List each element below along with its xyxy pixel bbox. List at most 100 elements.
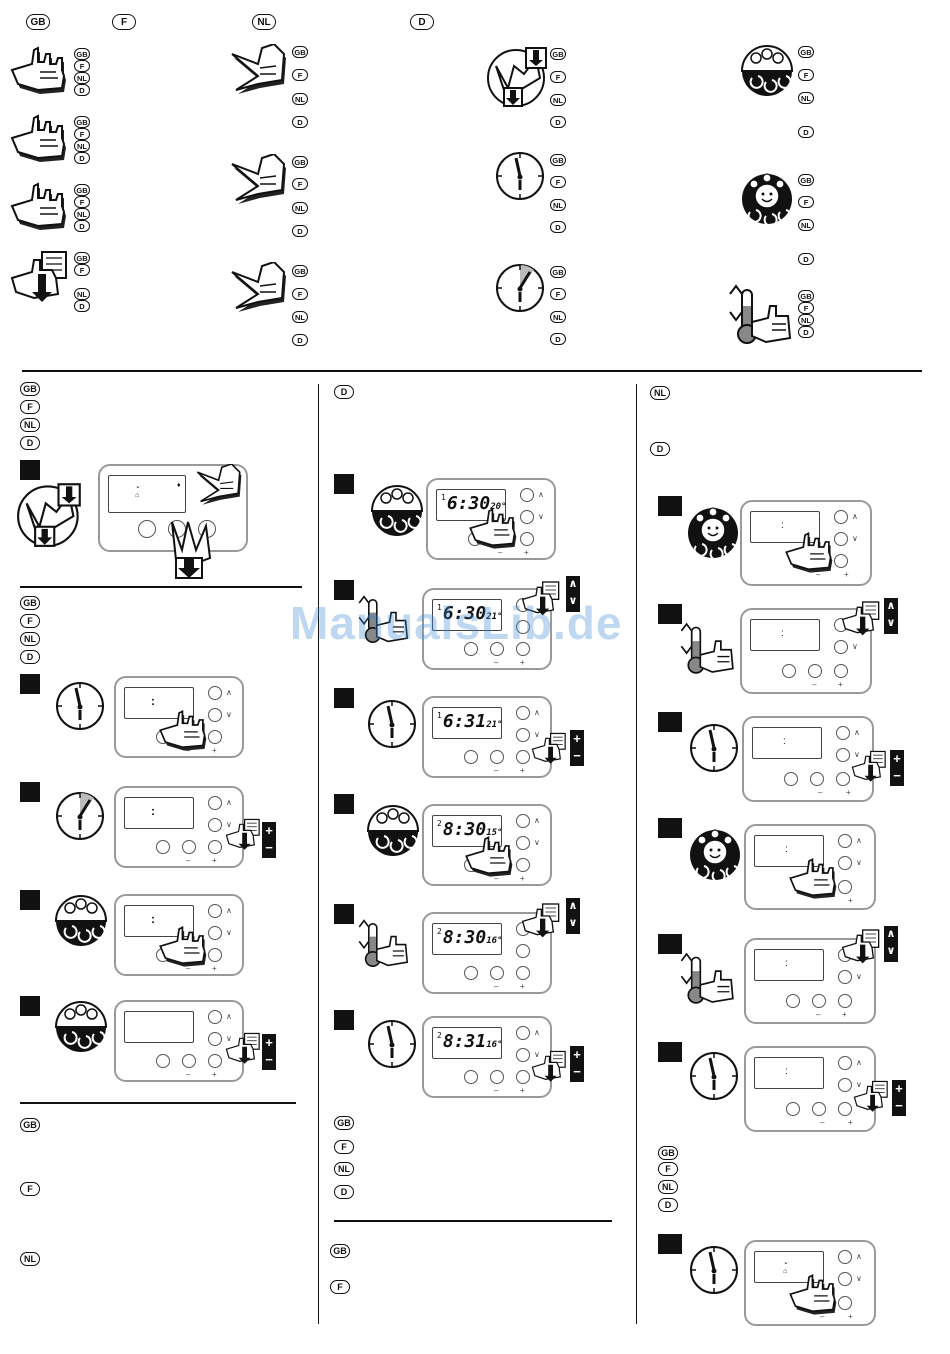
step-marker [334, 794, 354, 814]
clock-set-icon [494, 262, 546, 314]
minus-button[interactable] [812, 994, 826, 1008]
down-button[interactable] [838, 1272, 852, 1286]
thermometer-hand-icon [726, 282, 796, 346]
thermometer-hand-icon [678, 950, 738, 1006]
up-button[interactable] [208, 1010, 222, 1024]
mode-button[interactable] [786, 1102, 800, 1116]
plus-button[interactable] [208, 1054, 222, 1068]
step-marker [658, 496, 682, 516]
mode-button[interactable] [464, 642, 478, 656]
lang-badge: D [550, 333, 566, 345]
lang-badge: D [74, 84, 90, 96]
down-button[interactable] [516, 944, 530, 958]
step-marker [334, 474, 354, 494]
press-hand-icon [154, 708, 216, 754]
repeated-press-hand-icon [530, 1044, 570, 1088]
plus-button[interactable] [834, 554, 848, 568]
plus-label: + [848, 896, 853, 905]
lang-badge: D [292, 334, 308, 346]
up-button[interactable] [516, 1026, 530, 1040]
plus-button[interactable] [516, 858, 530, 872]
down-button[interactable] [834, 640, 848, 654]
step-marker [658, 1234, 682, 1254]
up-button[interactable] [838, 834, 852, 848]
mode-button[interactable] [464, 1070, 478, 1084]
minus-button[interactable] [182, 840, 196, 854]
plus-label: + [520, 658, 525, 667]
plus-button[interactable] [838, 880, 852, 894]
down-button[interactable] [208, 818, 222, 832]
minus-button[interactable] [810, 772, 824, 786]
down-button[interactable] [516, 728, 530, 742]
down-button[interactable] [834, 532, 848, 546]
plus-button[interactable] [838, 994, 852, 1008]
plus-button[interactable] [834, 664, 848, 678]
lcd-symbol: ⌄ [783, 1259, 789, 1266]
two-finger-press-icon [230, 44, 292, 98]
plus-button[interactable] [516, 642, 530, 656]
plus-button[interactable] [516, 1070, 530, 1084]
down-button[interactable] [838, 970, 852, 984]
up-button[interactable] [838, 1056, 852, 1070]
minus-button[interactable] [490, 642, 504, 656]
plus-button[interactable] [838, 1102, 852, 1116]
mode-button[interactable] [464, 750, 478, 764]
minus-button[interactable] [182, 1054, 196, 1068]
down-button[interactable] [520, 510, 534, 524]
lang-badge: F [550, 288, 566, 300]
lang-badge: D [798, 326, 814, 338]
mode-button[interactable] [784, 772, 798, 786]
mode-button[interactable] [464, 966, 478, 980]
down-button[interactable] [208, 708, 222, 722]
plus-button[interactable] [208, 730, 222, 744]
mode-button[interactable] [782, 664, 796, 678]
up-button[interactable] [838, 1250, 852, 1264]
minus-button[interactable] [490, 1070, 504, 1084]
mode-button[interactable] [138, 520, 156, 538]
step-marker [658, 604, 682, 624]
down-button[interactable] [516, 836, 530, 850]
up-button[interactable] [208, 686, 222, 700]
plus-button[interactable] [208, 840, 222, 854]
up-button[interactable] [208, 904, 222, 918]
minus-button[interactable] [812, 1102, 826, 1116]
mode-button[interactable] [786, 994, 800, 1008]
plus-button[interactable] [836, 772, 850, 786]
minus-button[interactable] [808, 664, 822, 678]
up-button[interactable] [208, 796, 222, 810]
down-button[interactable] [838, 1078, 852, 1092]
mode-button[interactable] [156, 1054, 170, 1068]
up-button[interactable] [516, 814, 530, 828]
step-marker [658, 934, 682, 954]
plus-button[interactable] [520, 532, 534, 546]
plus-button[interactable] [208, 948, 222, 962]
down-button[interactable] [208, 1032, 222, 1046]
lang-badge: D [334, 385, 354, 399]
plus-button[interactable] [516, 966, 530, 980]
down-label: ∨ [856, 1274, 862, 1283]
plus-button[interactable] [516, 750, 530, 764]
up-button[interactable] [516, 706, 530, 720]
up-label: ∧ [856, 1058, 862, 1067]
plus-label: + [212, 856, 217, 865]
down-button[interactable] [838, 856, 852, 870]
repeated-press-hand-icon [840, 924, 884, 968]
down-button[interactable] [208, 926, 222, 940]
down-button[interactable] [516, 620, 530, 634]
up-button[interactable] [834, 510, 848, 524]
step-marker [658, 1042, 682, 1062]
minus-button[interactable] [490, 750, 504, 764]
up-button[interactable] [520, 488, 534, 502]
minus-button[interactable] [490, 966, 504, 980]
clock-icon [688, 1050, 740, 1102]
lang-badge: F [74, 264, 90, 276]
up-label: ∧ [538, 490, 544, 499]
up-button[interactable] [836, 726, 850, 740]
mode-button[interactable] [156, 840, 170, 854]
plus-button[interactable] [838, 1296, 852, 1310]
section-divider [20, 1102, 296, 1104]
lcd-symbol: ⌂ [135, 492, 140, 499]
down-button[interactable] [516, 1048, 530, 1062]
plus-label: + [520, 874, 525, 883]
down-button[interactable] [836, 748, 850, 762]
